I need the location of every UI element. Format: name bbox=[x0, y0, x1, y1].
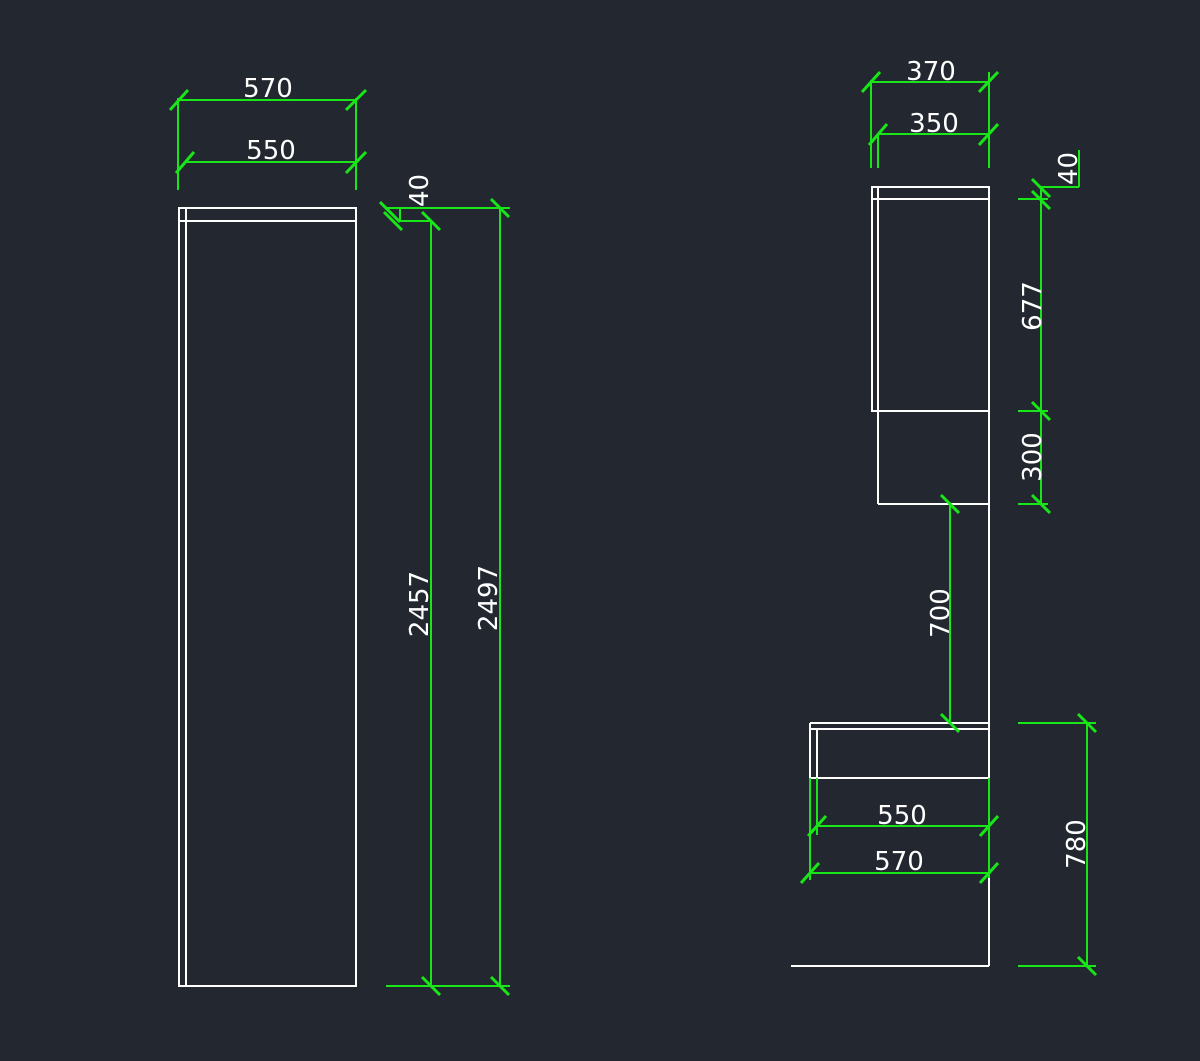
dim-right-lower-780: 780 bbox=[1018, 712, 1098, 977]
dim-label-550: 550 bbox=[246, 136, 296, 166]
dim-left-height-2497: 2497 bbox=[386, 197, 511, 997]
dim-label-300: 300 bbox=[1018, 432, 1048, 482]
left-cabinet-view: 570 550 40 2457 bbox=[168, 74, 511, 997]
dim-label-40-left: 40 bbox=[405, 174, 435, 207]
dim-left-width-570: 570 bbox=[168, 74, 368, 190]
dim-label-550-lower: 550 bbox=[877, 801, 927, 831]
dim-left-height-2457: 2457 bbox=[405, 210, 442, 997]
dim-label-570: 570 bbox=[243, 74, 293, 104]
dim-label-350: 350 bbox=[909, 109, 959, 139]
dim-label-700: 700 bbox=[926, 588, 956, 638]
dim-right-lower-550: 550 bbox=[806, 778, 1000, 878]
dim-label-2457: 2457 bbox=[405, 571, 435, 637]
dim-right-height-677: 677 bbox=[1018, 187, 1052, 504]
dim-right-height-300: 300 bbox=[1018, 432, 1052, 515]
dim-label-40-right: 40 bbox=[1054, 152, 1084, 185]
dim-label-370: 370 bbox=[906, 57, 956, 87]
dim-left-top-40: 40 bbox=[378, 174, 510, 232]
dim-right-top-40: 40 bbox=[1018, 150, 1084, 211]
dim-label-2497: 2497 bbox=[474, 565, 504, 631]
left-cabinet-outline bbox=[178, 207, 357, 987]
dim-label-677: 677 bbox=[1018, 281, 1048, 331]
dim-left-width-550: 550 bbox=[174, 136, 368, 175]
dim-right-depth-350: 350 bbox=[867, 109, 1000, 168]
dim-right-depth-370: 370 bbox=[860, 57, 1000, 168]
dim-label-780: 780 bbox=[1062, 819, 1092, 869]
dim-label-570-lower: 570 bbox=[874, 847, 924, 877]
right-cabinet-view: 370 350 40 677 bbox=[791, 57, 1098, 977]
dim-right-gap-700: 700 bbox=[926, 493, 961, 734]
dim-right-lower-570: 570 bbox=[799, 778, 1000, 885]
